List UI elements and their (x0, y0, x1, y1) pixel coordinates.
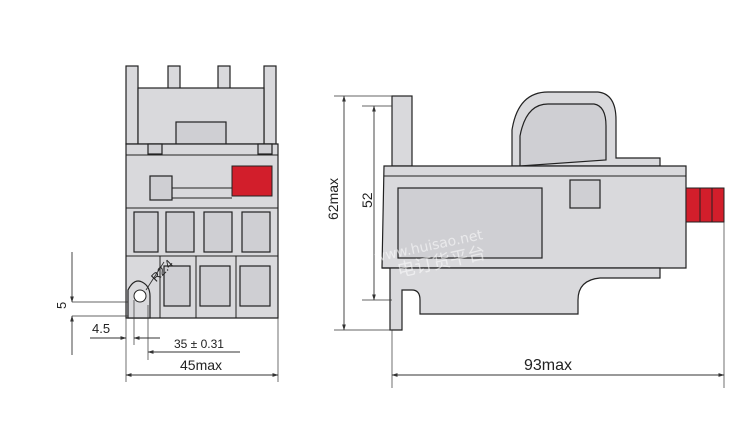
side-view (381, 91, 725, 331)
red-reset-button (231, 165, 273, 197)
side-base (382, 267, 661, 331)
dim-52-label: 52 (359, 192, 375, 208)
center-block (175, 121, 227, 145)
side-window (149, 175, 173, 201)
side-window-panel (397, 187, 543, 259)
terminal-prong-4 (263, 65, 277, 145)
dim-62max-label: 62max (325, 178, 341, 220)
dim-45max-label: 45max (180, 357, 222, 373)
dim-5-label: 5 (54, 302, 69, 309)
side-dimensions: 62max 52 93max (325, 95, 725, 388)
front-view (125, 65, 279, 319)
terminal-prong-1 (125, 65, 139, 145)
dim-35-label: 35 ± 0.31 (174, 337, 224, 351)
dim-4-5-label: 4.5 (92, 321, 110, 336)
red-connector (685, 187, 725, 223)
side-tab (391, 95, 413, 167)
dim-93max-label: 93max (524, 357, 572, 374)
